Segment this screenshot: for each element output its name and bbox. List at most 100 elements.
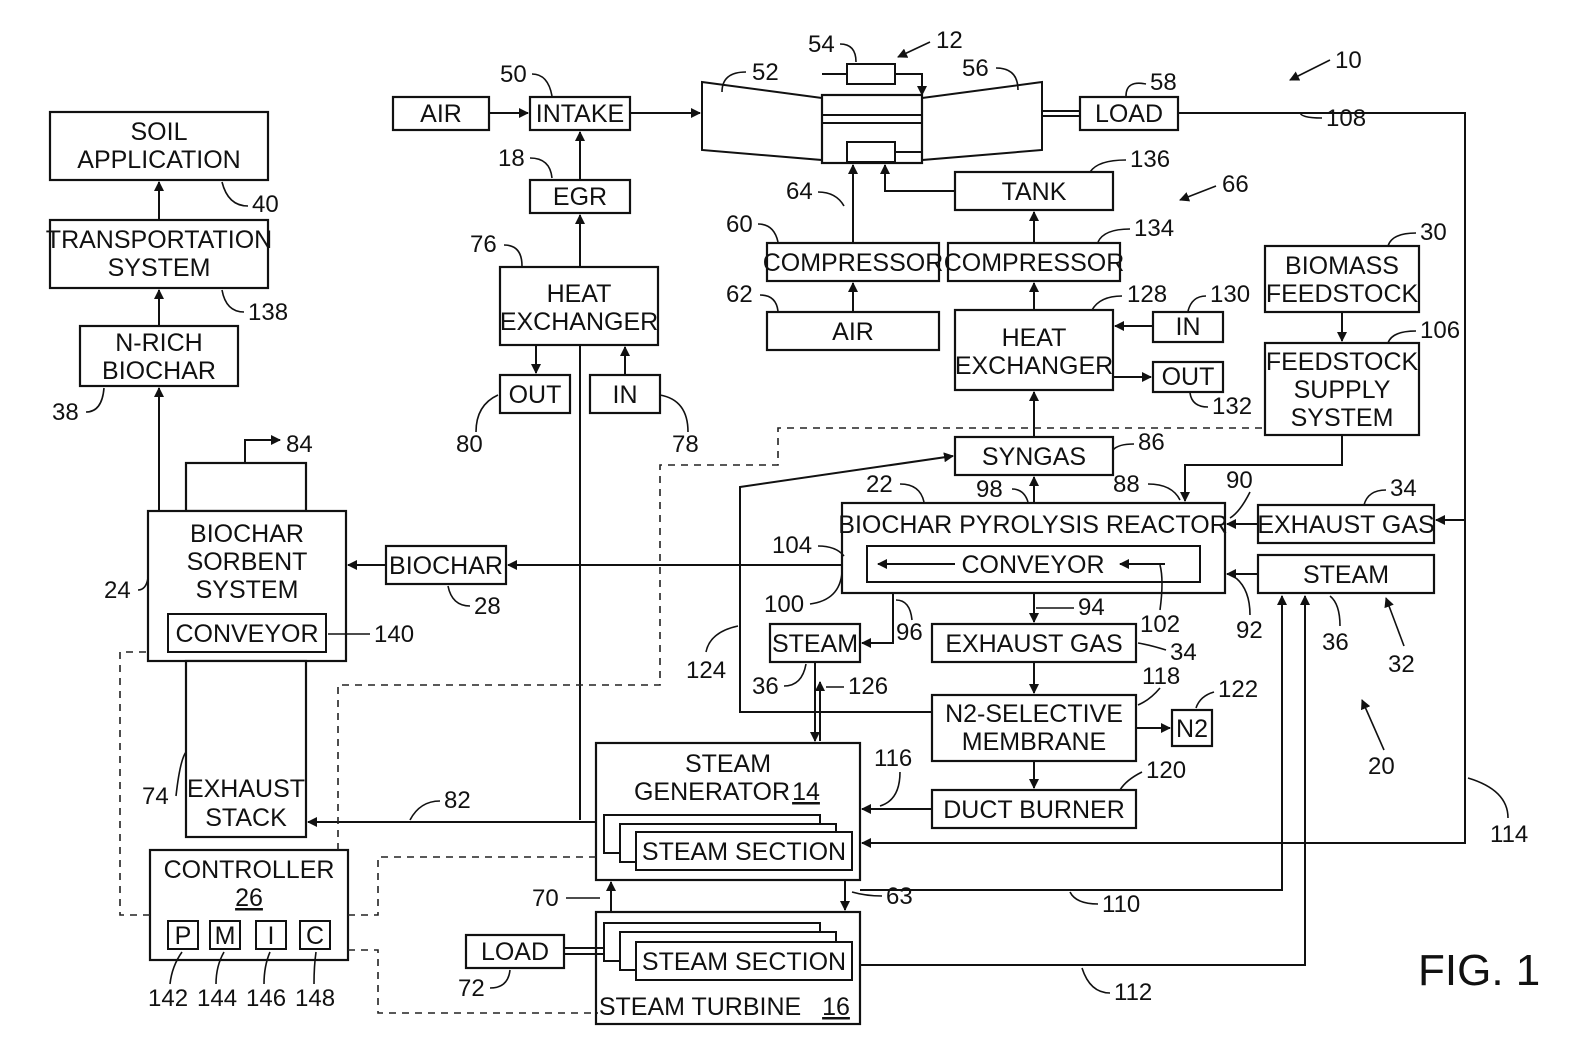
ref-numeral-140: 140 [374,621,414,648]
ref-numeral-122: 122 [1218,676,1258,703]
soil-application-box: SOIL APPLICATION [50,112,268,180]
air-box-2: AIR [767,312,939,350]
ref-numeral-136: 136 [1130,146,1170,173]
ref-numeral-90: 90 [1226,467,1253,494]
transport-label-b: SYSTEM [108,254,211,282]
nrich-label-a: N-RICH [115,329,203,357]
exhaust-gas-label-1: EXHAUST GAS [1257,511,1434,539]
ref-numeral-36: 36 [1322,629,1349,656]
ref-numeral-92: 92 [1236,617,1263,644]
out-label-1: OUT [509,381,562,409]
steam-label-2: STEAM [772,630,858,658]
compressor-label-1: COMPRESSOR [763,249,944,277]
ref-numeral-98: 98 [976,476,1003,503]
ref-numeral-88: 88 [1113,471,1140,498]
ref-numeral-102: 102 [1140,611,1180,638]
reactor-label: BIOCHAR PYROLYSIS REACTOR [838,511,1227,539]
pyrolysis-reactor-box: BIOCHAR PYROLYSIS REACTOR CONVEYOR [838,503,1227,593]
ref-numeral-52: 52 [752,59,779,86]
air-label-1: AIR [420,100,462,128]
interface-label: I [268,922,275,950]
ref-numeral-12: 12 [936,27,963,54]
steam-box-1: STEAM [1258,555,1434,593]
ref-numeral-82: 82 [444,787,471,814]
ref-numeral-124: 124 [686,657,726,684]
ref-numeral-24: 24 [104,577,131,604]
ref-numeral-148: 148 [295,985,335,1012]
ref-numeral-66: 66 [1222,171,1249,198]
sorbent-label-b: SORBENT [187,548,308,576]
conveyor-label-1: CONVEYOR [961,551,1104,579]
load-box-2: LOAD [466,935,564,968]
duct-burner-label: DUCT BURNER [943,796,1125,824]
load-label-2: LOAD [481,938,549,966]
ref-numeral-128: 128 [1127,281,1167,308]
ref-numeral-80: 80 [456,431,483,458]
ref-numeral-74: 74 [142,783,169,810]
in-label-2: IN [1176,313,1201,341]
ref-numeral-36: 36 [752,673,779,700]
exhaust-gas-box-2: EXHAUST GAS [932,624,1136,662]
combustor-lower [847,142,895,162]
ref-numeral-100: 100 [764,591,804,618]
tank-box: TANK [955,172,1113,210]
ref-numeral-28: 28 [474,593,501,620]
turbine-number: 16 [822,993,850,1021]
n-rich-biochar-box: N-RICH BIOCHAR [80,326,238,386]
ref-numeral-70: 70 [532,885,559,912]
ref-numeral-10: 10 [1335,47,1362,74]
steam-section-label-2: STEAM SECTION [642,948,846,976]
controller-label: CONTROLLER [164,856,335,884]
out-box-1: OUT [500,375,570,413]
tank-label: TANK [1002,178,1067,206]
ref-numeral-118: 118 [1142,663,1180,690]
turbine-label: STEAM TURBINE [599,993,801,1021]
processor-label: P [175,922,192,950]
air-box-1: AIR [393,97,489,130]
ref-numeral-32: 32 [1388,651,1415,678]
ref-numeral-64: 64 [786,178,813,205]
ref-numeral-120: 120 [1146,757,1186,784]
ref-numeral-34: 34 [1170,639,1197,666]
feed-label-c: SYSTEM [1291,404,1394,432]
ref-numeral-72: 72 [458,975,485,1002]
ref-numeral-96: 96 [896,619,923,646]
biochar-label: BIOCHAR [389,552,503,580]
ref-numeral-58: 58 [1150,69,1177,96]
biomass-label-b: FEEDSTOCK [1266,280,1419,308]
ref-numeral-54: 54 [808,31,835,58]
combustor-upper [847,64,895,84]
ref-numeral-146: 146 [246,985,286,1012]
n2-label: N2 [1176,715,1208,743]
feed-label-a: FEEDSTOCK [1266,348,1419,376]
intake-label: INTAKE [536,100,624,128]
load-box-1: LOAD [1080,97,1178,130]
biomass-feedstock-box: BIOMASS FEEDSTOCK [1265,246,1419,312]
heat-exchanger-2: HEAT EXCHANGER [955,310,1113,390]
ref-numeral-138: 138 [248,299,288,326]
ref-numeral-144: 144 [197,985,237,1012]
ref-numeral-142: 142 [148,985,188,1012]
ref-numeral-34: 34 [1390,475,1417,502]
ref-numeral-18: 18 [498,145,525,172]
biochar-box: BIOCHAR [386,546,506,584]
controller-box: CONTROLLER 26 P M I C [150,850,348,960]
steamgen-label-a: STEAM [685,750,771,778]
ref-numeral-22: 22 [866,471,893,498]
ref-numeral-30: 30 [1420,219,1447,246]
compressor-box-2: COMPRESSOR [944,243,1125,281]
biomass-label-a: BIOMASS [1285,252,1399,280]
feed-label-b: SUPPLY [1294,376,1391,404]
transportation-system-box: TRANSPORTATION SYSTEM [46,220,272,288]
ref-numeral-112: 112 [1114,979,1152,1006]
stack-label-b: STACK [205,804,287,832]
hx1-label-b: EXCHANGER [500,308,658,336]
exhaust-gas-box-1: EXHAUST GAS [1257,505,1434,543]
steam-section-label-1: STEAM SECTION [642,838,846,866]
steam-label-1: STEAM [1303,561,1389,589]
in-box-1: IN [590,375,660,413]
conveyor-label-2: CONVEYOR [175,620,318,648]
air-label-2: AIR [832,318,874,346]
ref-numeral-130: 130 [1210,281,1250,308]
